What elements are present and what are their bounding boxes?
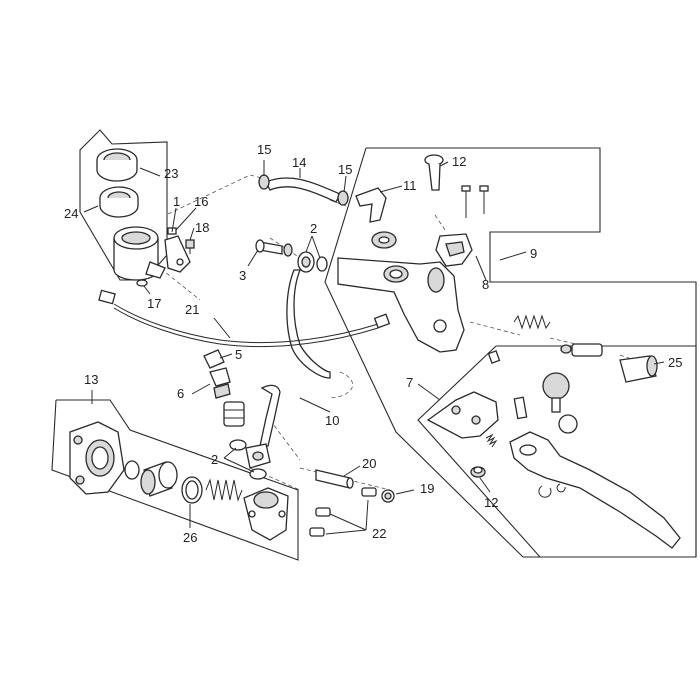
part-number-labels: 1 2 2 3 5 6 7 8 9 10 11 12 12 13 14 15 1… <box>64 142 682 545</box>
label-5: 5 <box>235 347 242 362</box>
bolt-22-a <box>361 487 377 497</box>
switch-wire-21 <box>98 289 391 348</box>
assembly-guide-lines <box>149 174 641 491</box>
seal-ring-26a <box>124 460 140 480</box>
label-14: 14 <box>292 155 306 170</box>
plug-19 <box>381 489 395 503</box>
label-7: 7 <box>406 375 413 390</box>
banjo-bolt-3 <box>255 239 293 257</box>
label-22: 22 <box>372 526 386 541</box>
spring-26 <box>205 478 243 502</box>
label-15-right: 15 <box>338 162 352 177</box>
clamp-15-right <box>337 190 349 206</box>
reservoir-diaphragm-part <box>99 186 139 218</box>
elbow-fitting-11 <box>355 187 397 249</box>
label-13: 13 <box>84 372 98 387</box>
hose-14 <box>265 177 341 203</box>
washer-2-lower-a <box>229 439 247 451</box>
lever-bracket-9 <box>337 257 465 353</box>
label-11: 11 <box>403 178 417 193</box>
screw-18 <box>185 239 195 254</box>
label-6: 6 <box>177 386 184 401</box>
label-17: 17 <box>147 296 161 311</box>
bolt-12-top <box>424 154 444 191</box>
clutch-hose-10 <box>259 269 331 447</box>
spring-25 <box>513 314 551 330</box>
label-3: 3 <box>239 268 246 283</box>
label-21: 21 <box>185 302 199 317</box>
bolt-22-b <box>315 507 331 517</box>
spring-small-7 <box>485 433 498 448</box>
slave-cylinder-body-13 <box>69 421 125 495</box>
label-15-left: 15 <box>257 142 271 157</box>
clamp-screws-8 <box>461 185 489 218</box>
label-8: 8 <box>482 277 489 292</box>
label-9: 9 <box>530 246 537 261</box>
clamp-half-8 <box>435 233 473 267</box>
frame-master-cylinder <box>51 399 299 561</box>
banjo-lower <box>245 443 271 469</box>
bleed-cap-5 <box>203 349 225 369</box>
banjo-fitting-upper <box>297 251 315 273</box>
label-25: 25 <box>668 355 682 370</box>
bushing-25 <box>619 355 658 383</box>
label-1: 1 <box>173 194 180 209</box>
grub-screw-7 <box>487 350 528 420</box>
washer-2-upper <box>316 256 328 272</box>
seal-ring-26b <box>181 476 203 504</box>
label-23: 23 <box>164 166 178 181</box>
leader-lines <box>83 160 665 535</box>
frame-inner-lever <box>417 345 697 558</box>
circlip-lever <box>538 483 566 498</box>
label-12-top: 12 <box>452 154 466 169</box>
slave-cover-22 <box>243 487 289 541</box>
reservoir-body-part <box>113 226 166 281</box>
push-rod-20 <box>315 469 354 489</box>
reservoir-fitting-17 <box>136 279 148 287</box>
clamp-15-left <box>258 174 270 190</box>
reservoir-bracket-1 <box>164 235 191 273</box>
piston-26 <box>140 461 178 497</box>
washer-2-lower-b <box>249 468 267 480</box>
frame-lever-assembly <box>324 147 697 558</box>
pivot-block-7 <box>426 391 499 439</box>
label-2-upper: 2 <box>310 221 317 236</box>
union-fitting-lower <box>223 401 245 427</box>
bleed-nipple-6 <box>209 367 231 399</box>
adjuster-knob-7 <box>542 372 578 434</box>
label-10: 10 <box>325 413 339 428</box>
label-24: 24 <box>64 206 78 221</box>
reservoir-cap-part <box>96 148 138 182</box>
label-19: 19 <box>420 481 434 496</box>
label-12-bottom: 12 <box>484 495 498 510</box>
pin-25 <box>560 343 603 357</box>
label-20: 20 <box>362 456 376 471</box>
label-16: 16 <box>194 194 208 209</box>
label-18: 18 <box>195 220 209 235</box>
label-26: 26 <box>183 530 197 545</box>
bolt-22-c <box>309 527 325 537</box>
label-2-lower: 2 <box>211 452 218 467</box>
nut-12-bottom <box>470 466 486 478</box>
clutch-lever-blade <box>509 431 681 549</box>
